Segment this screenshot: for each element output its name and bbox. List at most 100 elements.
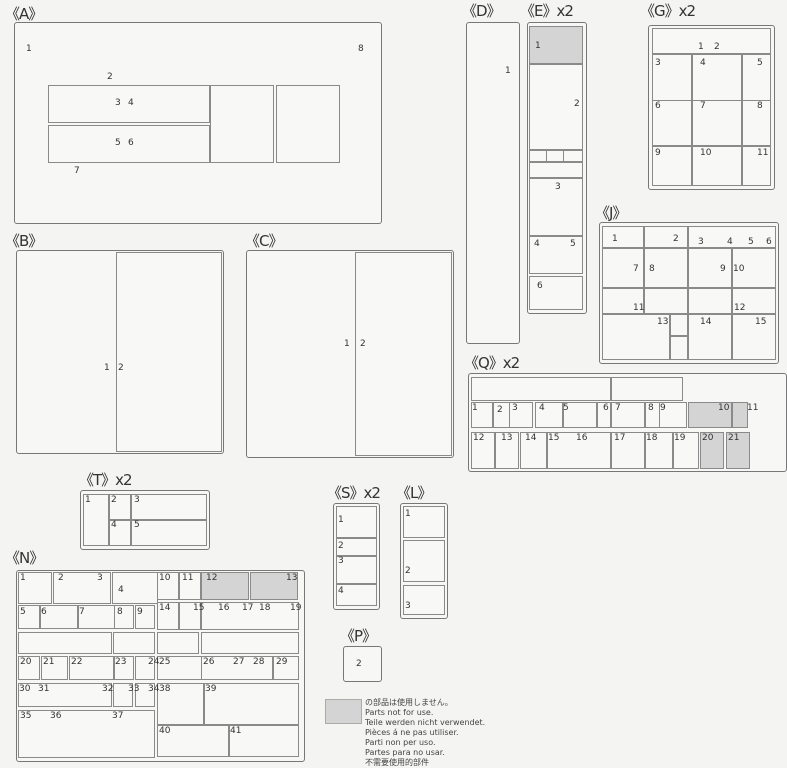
part-number: 8	[757, 101, 763, 111]
part-number: 2	[714, 42, 720, 52]
part-cell	[652, 28, 771, 54]
part-cell	[732, 248, 776, 288]
part-number: 20	[20, 657, 32, 667]
part-number: 4	[338, 586, 344, 596]
part-cell	[688, 314, 732, 360]
part-number: 18	[259, 603, 271, 613]
part-cell	[201, 632, 299, 654]
part-number: 10	[159, 573, 171, 583]
part-number: 3	[512, 403, 518, 413]
part-number: 7	[700, 101, 706, 111]
part-number: 3	[134, 495, 140, 505]
part-number: 2	[497, 405, 503, 415]
part-number: 3	[655, 58, 661, 68]
part-cell	[529, 236, 583, 274]
part-number: 13	[501, 433, 513, 443]
part-cell	[210, 85, 274, 163]
part-cell	[742, 146, 771, 186]
part-number: 4	[111, 520, 117, 530]
part-number: 14	[159, 603, 171, 613]
part-number: 13	[657, 317, 669, 327]
part-number: 1	[26, 44, 32, 54]
part-cell	[673, 432, 699, 469]
unused-part-cell	[726, 432, 750, 469]
part-number: 33	[128, 684, 140, 694]
legend-line: Teile werden nicht verwendet.	[365, 718, 486, 727]
part-cell	[403, 506, 445, 538]
legend-line: の部品は使用しません。	[365, 698, 453, 707]
part-cell	[535, 402, 563, 428]
part-cell	[611, 377, 683, 401]
part-number: 27	[233, 657, 245, 667]
part-cell	[336, 584, 377, 606]
part-cell	[157, 725, 229, 757]
part-cell	[742, 54, 771, 102]
part-cell	[644, 248, 688, 288]
part-number: 6	[603, 403, 609, 413]
part-number: 26	[203, 657, 215, 667]
part-number: 1	[505, 66, 511, 76]
sprue-label: 《B》	[5, 232, 43, 250]
part-number: 8	[358, 44, 364, 54]
part-cell	[40, 605, 78, 629]
part-number: 2	[673, 234, 679, 244]
part-number: 4	[727, 237, 733, 247]
legend-line: 不需要使用的部件	[365, 758, 429, 767]
part-number: 15	[548, 433, 560, 443]
part-cell	[644, 288, 688, 314]
part-cell	[109, 494, 131, 520]
sprue-label: 《Q》x2	[464, 354, 520, 372]
part-cell	[688, 226, 776, 248]
unused-part-cell	[250, 572, 298, 600]
sprue-label: 《L》	[396, 484, 432, 502]
part-number: 5	[748, 237, 754, 247]
part-number: 5	[134, 520, 140, 530]
part-cell	[18, 683, 112, 707]
part-cell	[276, 85, 340, 163]
part-number: 12	[734, 303, 746, 313]
part-number: 38	[159, 684, 171, 694]
part-cell	[229, 725, 299, 757]
part-cell	[652, 100, 692, 146]
part-number: 19	[674, 433, 686, 443]
part-number: 9	[655, 148, 661, 158]
part-cell	[670, 336, 688, 360]
part-cell	[113, 632, 155, 654]
part-cell	[201, 656, 273, 680]
part-cell	[201, 602, 299, 630]
part-number: 16	[576, 433, 588, 443]
part-number: 1	[698, 42, 704, 52]
part-cell	[602, 226, 644, 248]
sprue-label: 《A》	[5, 5, 43, 23]
part-number: 6	[41, 607, 47, 617]
part-cell	[113, 683, 133, 707]
part-number: 11	[182, 573, 194, 583]
part-cell	[471, 377, 611, 401]
part-number: 10	[700, 148, 712, 158]
part-number: 28	[253, 657, 265, 667]
part-cell	[204, 683, 299, 725]
part-number: 15	[193, 603, 205, 613]
part-number: 3	[338, 556, 344, 566]
part-cell	[509, 402, 533, 428]
part-cell	[652, 54, 692, 102]
part-number: 22	[71, 657, 83, 667]
part-number: 1	[338, 515, 344, 525]
part-cell	[495, 432, 519, 469]
part-number: 2	[118, 363, 124, 373]
part-cell	[273, 656, 299, 680]
sprue-label: 《E》x2	[520, 2, 574, 20]
part-number: 23	[115, 657, 127, 667]
part-cell	[179, 602, 201, 630]
part-cell	[471, 402, 493, 428]
part-number: 7	[74, 166, 80, 176]
part-cell	[116, 252, 222, 452]
part-cell	[53, 572, 111, 604]
part-number: 1	[104, 363, 110, 373]
part-number: 35	[20, 711, 32, 721]
part-number: 37	[112, 711, 124, 721]
part-cell	[563, 150, 583, 162]
part-number: 5	[20, 607, 26, 617]
part-number: 32	[102, 684, 114, 694]
